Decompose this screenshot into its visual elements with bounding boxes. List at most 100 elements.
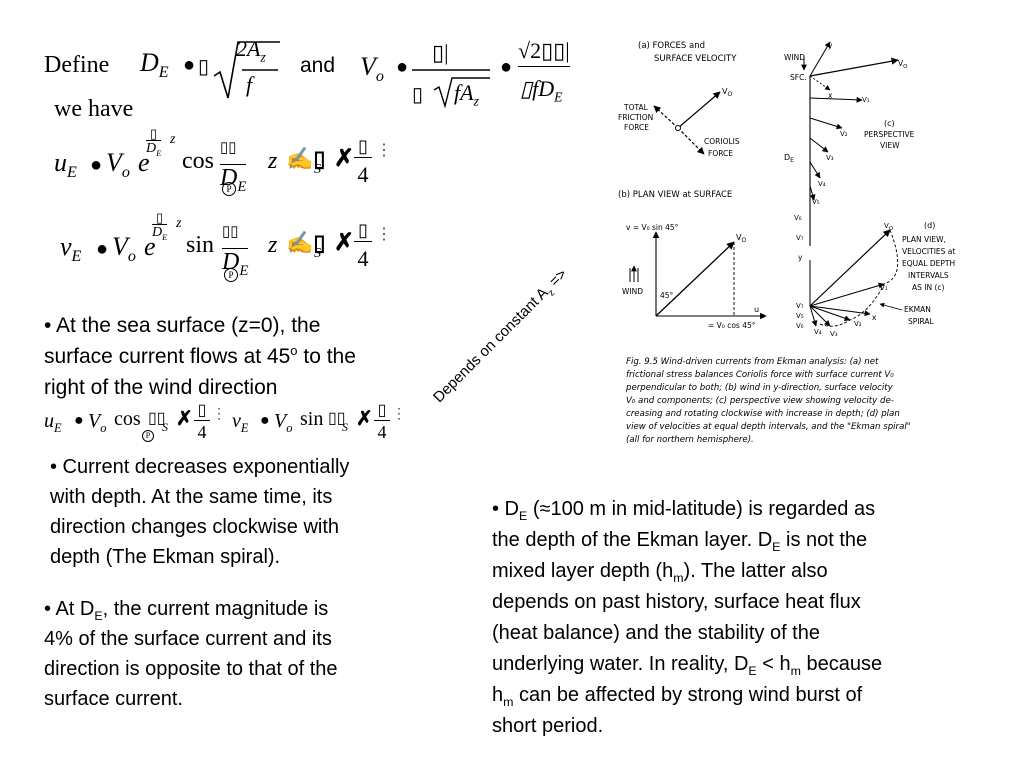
v5-label: V₅ <box>812 198 820 206</box>
y-axis-label-c: y <box>828 41 833 50</box>
right-bullet-line: depends on past history, surface heat fl… <box>492 591 861 613</box>
define-label: Define <box>44 52 110 78</box>
v-component-label: v = V₀ sin 45° <box>626 223 679 232</box>
v2-label: V₂ <box>840 130 848 138</box>
caption-line: view of velocities at equal depth interv… <box>626 422 911 432</box>
coriolis-arrow <box>677 127 705 155</box>
surface-bullet-line-2: surface current flows at 45o to the <box>44 343 356 368</box>
v1-label-d: V₁ <box>880 284 888 292</box>
panel-c-label: (c) <box>884 119 895 128</box>
equals-bullet-2: ● <box>396 56 409 78</box>
v6-label-d: V₆ <box>796 322 804 330</box>
vo-label-c: VO <box>898 59 908 70</box>
de-bullet-line: surface current. <box>44 688 183 710</box>
eq2-numerator: √2▯▯| <box>518 38 570 67</box>
v7-label: V₇ <box>796 234 804 242</box>
caption-line: frictional stress balances Coriolis forc… <box>626 370 894 380</box>
caption-line: Fig. 9.5 Wind-driven currents from Ekman… <box>626 357 879 367</box>
x-axis-label-d: x <box>872 313 877 322</box>
right-bullet-line: hm can be affected by strong wind burst … <box>492 684 863 709</box>
v2-label-d: V₂ <box>854 320 862 328</box>
vo-den-b: fAz <box>454 80 479 109</box>
total-friction-label: FRICTION <box>618 113 653 122</box>
caption-line: (all for northern hemisphere). <box>626 435 754 445</box>
v7-label-d: V₇ <box>796 302 804 310</box>
figure-caption: Fig. 9.5 Wind-driven currents from Ekman… <box>625 357 911 445</box>
vo-symbol: Vo <box>360 52 384 86</box>
u-component-label: = V₀ cos 45° <box>708 321 756 330</box>
v6-label: V₆ <box>794 214 802 222</box>
v3-label: V₃ <box>826 154 834 162</box>
right-bullet-line: short period. <box>492 715 604 737</box>
ekman-spiral-label: SPIRAL <box>908 317 935 326</box>
deg45-label: 45° <box>660 291 674 300</box>
ekman-spiral-bullet: • Current decreases exponentially with d… <box>50 452 450 572</box>
de-magnitude-bullet: • At DE, the current magnitude is 4% of … <box>44 594 444 714</box>
right-bullet-line: mixed layer depth (hm). The latter also <box>492 560 828 585</box>
v1-label: V₁ <box>862 96 870 104</box>
v3-label-d: V₃ <box>830 330 838 338</box>
coriolis-label: FORCE <box>708 149 733 158</box>
right-bullet-line: the depth of the Ekman layer. DE is not … <box>492 529 868 554</box>
ekman-depth-bullet: • DE (≈100 m in mid-latitude) is regarde… <box>492 494 1012 742</box>
panel-c-label: PERSPECTIVE <box>864 130 915 139</box>
we-have-label: we have <box>54 96 134 122</box>
ve-equation: vE ● Vo e ▯ DE z sin ▯▯ DE z ✍▯ S ✗ ▯ 4 … <box>60 210 392 282</box>
vo-arrow <box>677 91 721 129</box>
total-friction-label: FORCE <box>624 123 649 132</box>
de-label-c: DE <box>784 153 794 164</box>
sqrt-numerator: 2Az <box>236 36 266 65</box>
sqrt-denominator: f <box>246 72 253 97</box>
coriolis-label: CORIOLIS <box>704 137 740 146</box>
right-bullet-line: • DE (≈100 m in mid-latitude) is regarde… <box>492 498 876 523</box>
ekman-bullet-line: depth (The Ekman spiral). <box>50 546 281 568</box>
friction-arrow <box>653 105 679 129</box>
panel-d-label: AS IN (c) <box>912 283 945 292</box>
ekman-bullet-line: • Current decreases exponentially <box>50 456 350 478</box>
surface-v-equation: vE ● Vo sin ▯▯ S ✗ ▯ 4 ⋮ <box>232 402 406 442</box>
de-bullet-line: 4% of the surface current and its <box>44 628 332 650</box>
eq2-denominator: ▯fDE <box>520 76 563 105</box>
vo-label-a: VO <box>722 87 732 98</box>
right-bullet-line: underlying water. In reality, DE < hm be… <box>492 653 883 678</box>
surface-u-equation: uE ● Vo cos ▯▯ S ✗ ▯ 4 ⋮ P <box>44 402 226 442</box>
vo-den-a: ▯ <box>412 84 424 106</box>
caption-line: perpendicular to both; (b) wind in y-dir… <box>625 383 894 393</box>
ekman-bullet-line: direction changes clockwise with <box>50 516 340 538</box>
wind-label-c: WIND <box>784 53 805 62</box>
vo-label-d: VO <box>884 222 894 232</box>
vo-numerator: ▯| <box>432 40 449 65</box>
vo-fraction-bar <box>412 69 490 108</box>
caption-line: creasing and rotating clockwise with inc… <box>626 409 900 419</box>
vo-label-b: VO <box>736 233 746 244</box>
caption-line: V₀ and components; (c) perspective view … <box>626 396 894 406</box>
panel-d-label: INTERVALS <box>908 271 949 280</box>
panel-d-label: VELOCITIES at <box>902 247 955 256</box>
vo-arrow-b <box>655 241 735 317</box>
de-bullet-line: • At DE, the current magnitude is <box>44 598 329 623</box>
panel-d-label: PLAN VIEW, <box>902 235 946 244</box>
panel-b-title: (b) PLAN VIEW at SURFACE <box>618 190 732 200</box>
panel-c-label: VIEW <box>880 141 900 150</box>
total-friction-label: TOTAL <box>623 103 649 112</box>
u-axis-label: u <box>754 305 759 314</box>
de-symbol: DE <box>140 48 169 82</box>
y-axis-label-d: y <box>798 253 803 262</box>
surface-bullet-line-1: • At the sea surface (z=0), the <box>44 314 321 337</box>
x-axis-label-c: x <box>828 91 833 100</box>
ekman-spiral-curve <box>819 229 899 327</box>
surface-bullet: • At the sea surface (z=0), the surface … <box>44 310 444 403</box>
v4-label-d: V₄ <box>814 328 822 336</box>
surface-bullet-line-3: right of the wind direction <box>44 376 278 399</box>
panel-a-subtitle: SURFACE VELOCITY <box>654 54 737 64</box>
panel-d-label: EQUAL DEPTH <box>902 259 955 268</box>
sqrt-expression <box>213 41 280 99</box>
v5-label-d: V₅ <box>796 312 804 320</box>
ue-equation: uE ● Vo e ▯ DE z cos ▯▯ DE z ✍▯ S ✗ ▯ 4 … <box>54 126 392 196</box>
de-bullet-line: direction is opposite to that of the <box>44 658 338 680</box>
wind-label-b: WIND <box>622 287 643 296</box>
and-label: and <box>300 54 336 77</box>
panel-a-title: (a) FORCES and <box>638 41 705 51</box>
equals-bullet: ● <box>183 54 196 76</box>
sfc-label: SFC. <box>790 73 807 82</box>
